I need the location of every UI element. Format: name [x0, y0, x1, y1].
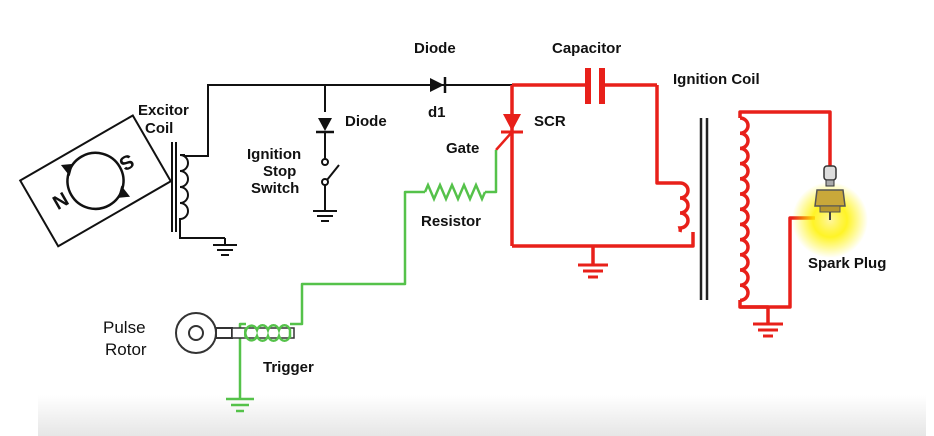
label-ignition: Ignition [247, 146, 301, 163]
ground-symbol-excitor [213, 238, 237, 256]
label-switch: Switch [251, 180, 299, 197]
ignition-stop-switch [321, 158, 340, 186]
label-spark-plug: Spark Plug [808, 255, 886, 272]
resistor [423, 181, 487, 203]
ground-symbol-trigger [226, 397, 254, 413]
red-wires [510, 83, 832, 323]
label-scr: SCR [534, 113, 566, 130]
ground-symbol-secondary [753, 322, 783, 338]
scr [495, 114, 523, 151]
green-wires [238, 150, 498, 398]
label-diode-mid: Diode [345, 113, 387, 130]
magneto-rotor: S N [18, 114, 173, 248]
label-ignition-coil: Ignition Coil [673, 71, 760, 88]
label-trigger: Trigger [263, 359, 314, 376]
label-rotor: Rotor [105, 340, 147, 359]
secondary-coil [739, 116, 750, 303]
label-d1: d1 [428, 104, 446, 121]
black-wires [179, 84, 512, 239]
excitor-coil [171, 142, 189, 232]
label-excitor: Excitor [138, 102, 189, 119]
diode-d1 [430, 77, 447, 93]
spark-plug [792, 165, 868, 258]
ground-symbol-scr [578, 263, 608, 279]
label-diode-top: Diode [414, 40, 456, 57]
trigger-coil [231, 323, 295, 343]
label-coil: Coil [145, 120, 173, 137]
label-resistor: Resistor [421, 213, 481, 230]
label-gate: Gate [446, 140, 479, 157]
label-stop: Stop [263, 163, 296, 180]
transformer-core [699, 118, 709, 300]
capacitor [585, 68, 605, 104]
label-pulse: Pulse [103, 318, 146, 337]
floor-shade [38, 395, 926, 436]
ground-symbol-switch [313, 210, 337, 222]
primary-coil [677, 181, 690, 233]
label-capacitor: Capacitor [552, 40, 621, 57]
diode-vertical [316, 118, 334, 134]
pulse-rotor [175, 312, 233, 354]
